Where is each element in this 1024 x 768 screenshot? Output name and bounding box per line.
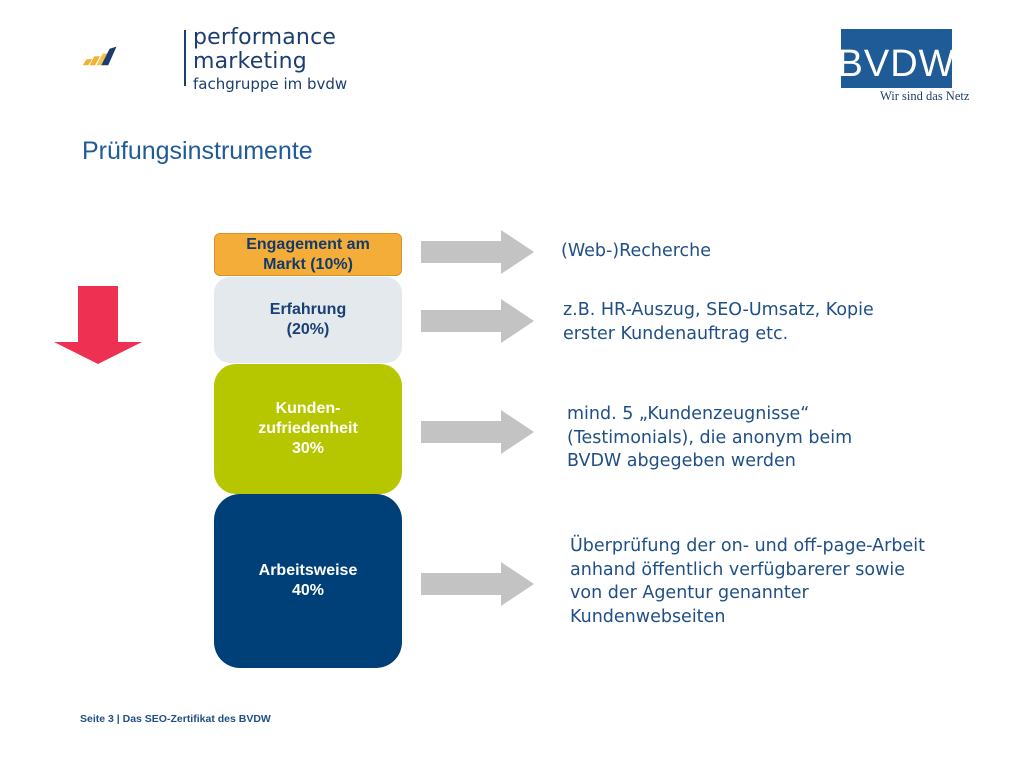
performance-marketing-wordmark: performance marketing fachgruppe im bvdw	[193, 26, 347, 94]
right-arrow-icon	[421, 299, 534, 343]
right-arrow-icon	[421, 562, 534, 606]
block-arbeitsweise: Arbeitsweise 40%	[214, 494, 402, 668]
down-arrow-icon	[54, 286, 142, 364]
logo-line-3: fachgruppe im bvdw	[193, 75, 348, 93]
bvdw-tagline: Wir sind das Netz	[880, 89, 970, 103]
bvdw-logo: BVDW	[838, 29, 955, 88]
description-arbeitsweise: Überprüfung der on- und off-page-Arbeit …	[570, 536, 925, 627]
block-arbeitsweise-label: Arbeitsweise 40%	[258, 562, 358, 599]
logo-line-2: marketing	[193, 49, 307, 74]
right-arrow-icon	[421, 230, 534, 274]
logo-divider	[184, 30, 186, 86]
right-arrow-icon	[421, 410, 534, 454]
block-engagement: Engagement am Markt (10%)	[214, 233, 402, 276]
block-kundenzufriedenheit: Kunden- zufriedenheit 30%	[214, 364, 402, 494]
performance-marketing-logo	[82, 46, 117, 66]
footer-page-info: Seite 3 | Das SEO-Zertifikat des BVDW	[80, 713, 271, 725]
logo-line-1: performance	[193, 25, 337, 50]
description-erfahrung: z.B. HR-Auszug, SEO-Umsatz, Kopie erster…	[563, 300, 874, 344]
block-erfahrung: Erfahrung (20%)	[214, 277, 402, 363]
block-erfahrung-label: Erfahrung (20%)	[269, 301, 347, 338]
block-kundenzufriedenheit-label: Kunden- zufriedenheit 30%	[258, 400, 358, 457]
block-engagement-label: Engagement am Markt (10%)	[246, 235, 370, 273]
description-engagement: (Web-)Recherche	[561, 241, 712, 261]
description-kundenzufriedenheit: mind. 5 „Kundenzeugnisse“ (Testimonials)…	[567, 404, 853, 471]
page-title: Prüfungsinstrumente	[82, 137, 313, 165]
